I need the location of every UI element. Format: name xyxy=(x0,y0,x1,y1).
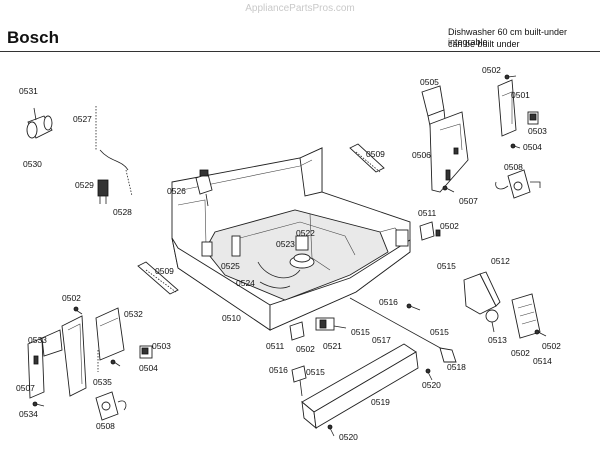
callout-0520-right: 0520 xyxy=(422,380,441,390)
callout-0522: 0522 xyxy=(296,228,315,238)
part-0502-screw-left xyxy=(73,306,83,315)
callout-0534: 0534 xyxy=(19,409,38,419)
part-0514-cover-panel xyxy=(511,293,541,339)
callout-0503-upper: 0503 xyxy=(528,126,547,136)
callout-0509-upper: 0509 xyxy=(366,149,385,159)
part-0504-screw-upper xyxy=(510,143,521,149)
callout-0529: 0529 xyxy=(75,180,94,190)
part-0502-screw-top xyxy=(504,74,517,80)
part-0507-screw-upper xyxy=(442,185,455,193)
part-0504-screw-lower xyxy=(110,359,121,367)
callout-0502-lower-right: 0502 xyxy=(511,348,530,358)
part-0513-latch xyxy=(485,309,499,333)
watermark: AppliancePartsPros.com xyxy=(245,3,355,14)
callout-0507-lower: 0507 xyxy=(16,383,35,393)
part-0502-screw-right xyxy=(534,329,547,337)
callout-0527: 0527 xyxy=(73,114,92,124)
part-0519-plinth xyxy=(301,343,419,430)
part-0530-pipe xyxy=(26,107,53,139)
callout-0507-upper: 0507 xyxy=(459,196,478,206)
callout-0518: 0518 xyxy=(447,362,466,372)
callout-0530: 0530 xyxy=(23,159,42,169)
callout-0508-lower: 0508 xyxy=(96,421,115,431)
callout-0502-left: 0502 xyxy=(62,293,81,303)
callout-0520-bottom: 0520 xyxy=(339,432,358,442)
part-0508-latch-lower xyxy=(95,391,127,421)
part-0501-hinge xyxy=(497,79,517,137)
callout-0504-lower: 0504 xyxy=(139,363,158,373)
callout-0528: 0528 xyxy=(113,207,132,217)
part-0516-screw xyxy=(406,303,421,311)
part-0511-clip-upper xyxy=(419,221,441,241)
callout-0531: 0531 xyxy=(19,86,38,96)
callout-0515-lower: 0515 xyxy=(306,367,325,377)
part-0512-cover xyxy=(463,271,501,315)
callout-0521: 0521 xyxy=(323,341,342,351)
callout-0523: 0523 xyxy=(276,239,295,249)
callout-0519: 0519 xyxy=(371,397,390,407)
part-0533-hinge-plate xyxy=(27,329,63,399)
callout-0501: 0501 xyxy=(511,90,530,100)
callout-0504-upper: 0504 xyxy=(523,142,542,152)
callout-0508-upper: 0508 xyxy=(504,162,523,172)
callout-0515-right: 0515 xyxy=(437,261,456,271)
callout-0526: 0526 xyxy=(167,186,186,196)
callout-0502-center: 0502 xyxy=(296,344,315,354)
callout-0515-mid: 0515 xyxy=(430,327,449,337)
part-0515-fitting xyxy=(315,317,347,331)
part-0503-block-lower xyxy=(139,345,153,359)
part-0517-rod xyxy=(349,297,457,363)
callout-0532: 0532 xyxy=(124,309,143,319)
part-0532-bracket xyxy=(95,307,125,361)
callout-0516-lower: 0516 xyxy=(269,365,288,375)
callout-0516-upper: 0516 xyxy=(379,297,398,307)
part-0527-hose xyxy=(95,106,133,204)
callout-0506: 0506 xyxy=(412,150,431,160)
part-0526-clip xyxy=(195,169,213,207)
callout-0509-lower: 0509 xyxy=(155,266,174,276)
callout-0503-lower: 0503 xyxy=(152,341,171,351)
base-tub xyxy=(171,147,411,331)
part-0509-strip-upper xyxy=(349,143,385,173)
callout-0511-lower: 0511 xyxy=(266,341,285,351)
part-0532-hinge xyxy=(61,315,87,397)
callout-0502-top: 0502 xyxy=(482,65,501,75)
callout-0525: 0525 xyxy=(221,261,240,271)
callout-0515-center: 0515 xyxy=(351,327,370,337)
part-0520-screw-bottom xyxy=(327,424,335,437)
callout-0524: 0524 xyxy=(236,278,255,288)
callout-0502-mid: 0502 xyxy=(440,221,459,231)
callout-0517: 0517 xyxy=(372,335,391,345)
callout-0514: 0514 xyxy=(533,356,552,366)
callout-0510: 0510 xyxy=(222,313,241,323)
model-description-line2: can be built under xyxy=(448,39,520,49)
model-description-line1: Dishwasher 60 cm built-under integrable xyxy=(448,27,568,47)
callout-0502-far-right: 0502 xyxy=(542,341,561,351)
part-0506-hinge-plate xyxy=(429,111,469,193)
part-0509-strip-lower xyxy=(137,261,179,295)
part-0503-block-upper xyxy=(527,111,539,125)
part-0511-clip-lower xyxy=(289,321,305,341)
header-divider xyxy=(0,51,600,52)
callout-0513: 0513 xyxy=(488,335,507,345)
brand-name: Bosch xyxy=(7,28,59,47)
part-0508-latch-upper xyxy=(495,169,541,199)
callout-0511-upper: 0511 xyxy=(418,208,437,218)
callout-0505: 0505 xyxy=(420,77,439,87)
callout-0535: 0535 xyxy=(93,377,112,387)
part-0520-screw-right xyxy=(425,368,433,381)
callout-0512: 0512 xyxy=(491,256,510,266)
callout-0533: 0533 xyxy=(28,335,47,345)
part-0516-foot xyxy=(291,365,307,397)
part-0507-screw-lower xyxy=(32,401,45,407)
